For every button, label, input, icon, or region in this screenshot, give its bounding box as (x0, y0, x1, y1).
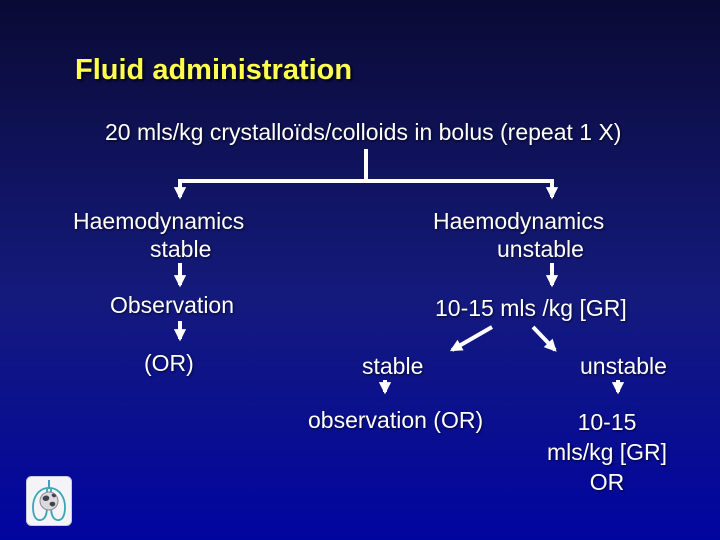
outcome-line-2: mls/kg [GR] (546, 439, 668, 465)
repeat-bolus-outcome-label: 10-15 mls/kg [GR] OR (532, 407, 682, 497)
diagonal-arrow-to-stable-icon (449, 325, 493, 352)
observation-or-label: observation (OR) (308, 407, 484, 433)
lungs-globe-logo-icon (26, 476, 72, 526)
right-unstable-label: unstable (497, 236, 584, 262)
bolus-instruction: 20 mls/kg crystalloïds/colloids in bolus… (105, 119, 622, 145)
slide-title: Fluid administration (75, 54, 353, 86)
observation-label: Observation (110, 292, 235, 318)
or-label: (OR) (144, 350, 194, 376)
outcome-line-3: OR (589, 469, 625, 495)
outcome-line-1: 10-15 (577, 409, 637, 435)
sub-stable-label: stable (362, 353, 424, 379)
right-haemodynamics-label: Haemodynamics (433, 208, 605, 234)
sub-unstable-label: unstable (580, 353, 667, 379)
diagonal-arrow-to-unstable-icon (531, 325, 557, 352)
repeat-bolus-label: 10-15 mls /kg [GR] (435, 295, 627, 321)
left-haemodynamics-label: Haemodynamics (73, 208, 245, 234)
left-stable-label: stable (150, 236, 212, 262)
